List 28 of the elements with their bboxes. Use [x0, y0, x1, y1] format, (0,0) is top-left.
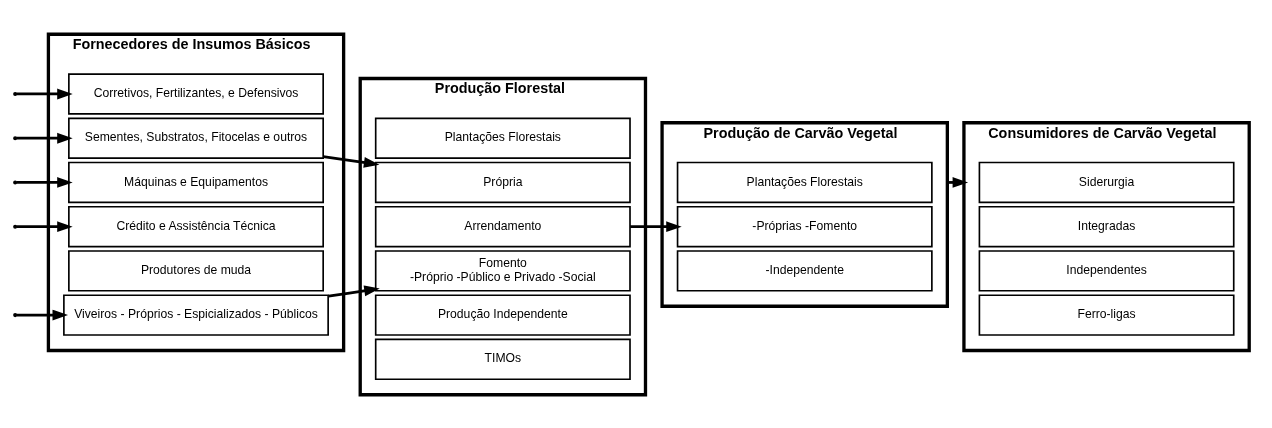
node-box: -Independente: [676, 249, 933, 292]
arrow: [16, 88, 73, 99]
arrow: [630, 220, 682, 232]
arrow: [16, 220, 73, 232]
node-box: -Próprias -Fomento: [676, 205, 933, 247]
node-box: Viveiros - Próprios - Espicializados - Públicos: [63, 293, 329, 336]
node-box: Produtores de muda: [68, 249, 324, 292]
node-box: Ferro-ligas: [978, 293, 1235, 336]
arrow: [16, 309, 69, 321]
node-box: Fomento -Próprio -Público e Privado -Social: [374, 249, 631, 292]
arrow: [16, 176, 73, 188]
node-box: Própria: [374, 161, 631, 203]
node-box: Arrendamento: [374, 205, 631, 247]
node-box: Crédito e Assistência Técnica: [68, 205, 324, 247]
node-box: Independentes: [978, 249, 1235, 292]
arrow: [323, 154, 380, 168]
arrow: [328, 284, 380, 297]
node-box: Sementes, Substratos, Fitocelas e outros: [68, 116, 324, 159]
node-box: Produção Independente: [374, 293, 631, 336]
node-box: Máquinas e Equipamentos: [68, 161, 324, 203]
node-box: Plantações Florestais: [374, 116, 631, 159]
node-box: Siderurgia: [978, 161, 1235, 203]
node-box: Corretivos, Fertilizantes, e Defensivos: [68, 72, 324, 115]
arrow: [16, 132, 73, 144]
node-box: Plantações Florestais: [676, 161, 933, 203]
node-box: Integradas: [978, 205, 1235, 247]
node-box: TIMOs: [374, 338, 631, 380]
arrow: [947, 176, 969, 188]
